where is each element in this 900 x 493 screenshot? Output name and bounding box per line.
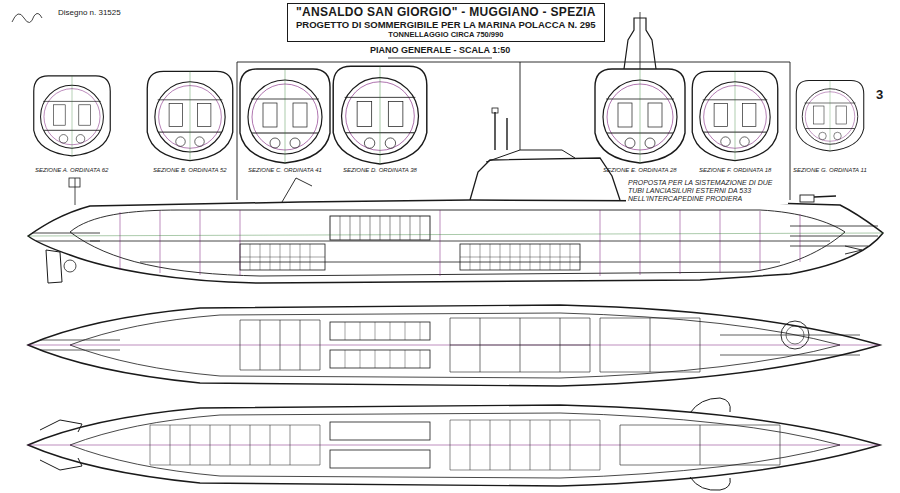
plan-outline (28, 405, 880, 486)
periscope (495, 112, 507, 150)
bow-planes (690, 398, 730, 490)
section-b (147, 71, 233, 160)
conning-tower (470, 158, 620, 200)
section-f (692, 71, 778, 160)
bulkheads (120, 210, 800, 276)
propeller (64, 260, 76, 272)
section-label: SEZIONE C. ORDINATA 41 (248, 167, 322, 174)
section-label: SEZIONE B. ORDINATA 52 (153, 167, 227, 174)
pressure-hull (70, 210, 845, 276)
section-label: SEZIONE D. ORDINATA 38 (343, 167, 417, 174)
periscope (640, 12, 641, 69)
engine-bed (330, 422, 430, 440)
flag-staff (75, 178, 76, 205)
title-box: "ANSALDO SAN GIORGIO" - MUGGIANO - SPEZI… (287, 3, 605, 42)
sheet-number: 3 (876, 88, 883, 103)
compartment (600, 318, 700, 372)
section-a (34, 76, 111, 156)
stern-torpedo-tubes (32, 233, 100, 241)
section-row (34, 12, 864, 164)
section-label: SEZIONE F. ORDINATA 18 (699, 167, 771, 174)
deck-gun (800, 195, 814, 202)
rudder (46, 250, 62, 283)
battery-cells (150, 425, 320, 465)
bow-torpedo-tubes (790, 226, 878, 246)
side-profile (28, 108, 883, 283)
section-e (595, 69, 685, 163)
stamp (781, 321, 809, 349)
deck-plan (28, 305, 880, 386)
plan-outline (28, 305, 880, 386)
section-label: SEZIONE A. ORDINATA 62 (35, 167, 108, 174)
hold-plan (28, 398, 880, 490)
compartment (240, 320, 320, 370)
engine-cylinders (345, 322, 420, 368)
diesel-engines (330, 216, 430, 240)
bow-plane (845, 246, 862, 254)
flag (69, 178, 80, 187)
title-underline (388, 58, 492, 59)
battery (460, 244, 580, 270)
stamp (786, 326, 804, 344)
centerline (28, 445, 880, 446)
periscope-head (492, 108, 498, 113)
proposal-note: PROPOSTA PER LA SISTEMAZIONE DI DUE TUBI… (626, 178, 788, 204)
battery-cells (460, 244, 580, 270)
waterline (28, 233, 883, 236)
section-label: SEZIONE E. ORDINATA 28 (603, 167, 677, 174)
plan-pressure-hull (70, 413, 840, 478)
torpedo-tubes (40, 335, 860, 355)
title-line: "ANSALDO SAN GIORGIO" - MUGGIANO - SPEZI… (296, 6, 596, 20)
battery-cells (450, 420, 600, 470)
section-c (240, 69, 330, 163)
engine-cylinders (340, 216, 420, 240)
compartment (450, 318, 590, 372)
gun-barrel (814, 196, 836, 197)
crane (282, 178, 312, 202)
drawing-number: Disegno n. 31525 (58, 8, 121, 17)
engine-bed (330, 450, 430, 468)
stern-planes (40, 420, 82, 470)
section-d (333, 66, 427, 164)
sheet-title: PIANO GENERALE - SCALA 1:50 (370, 45, 510, 55)
section-g (796, 81, 864, 152)
section-label: SEZIONE G. ORDINATA 11 (793, 167, 867, 174)
title-line: PROGETTO DI SOMMERGIBILE PER LA MARINA P… (296, 20, 596, 31)
battery (240, 244, 325, 270)
battery-cells (240, 244, 325, 270)
outer-hull (28, 200, 883, 283)
title-line: TONNELLAGGIO CIRCA 750/990 (296, 31, 596, 40)
signature (12, 13, 42, 22)
tanks (620, 425, 780, 465)
bridge (486, 150, 575, 162)
plan-pressure-hull (70, 313, 840, 378)
